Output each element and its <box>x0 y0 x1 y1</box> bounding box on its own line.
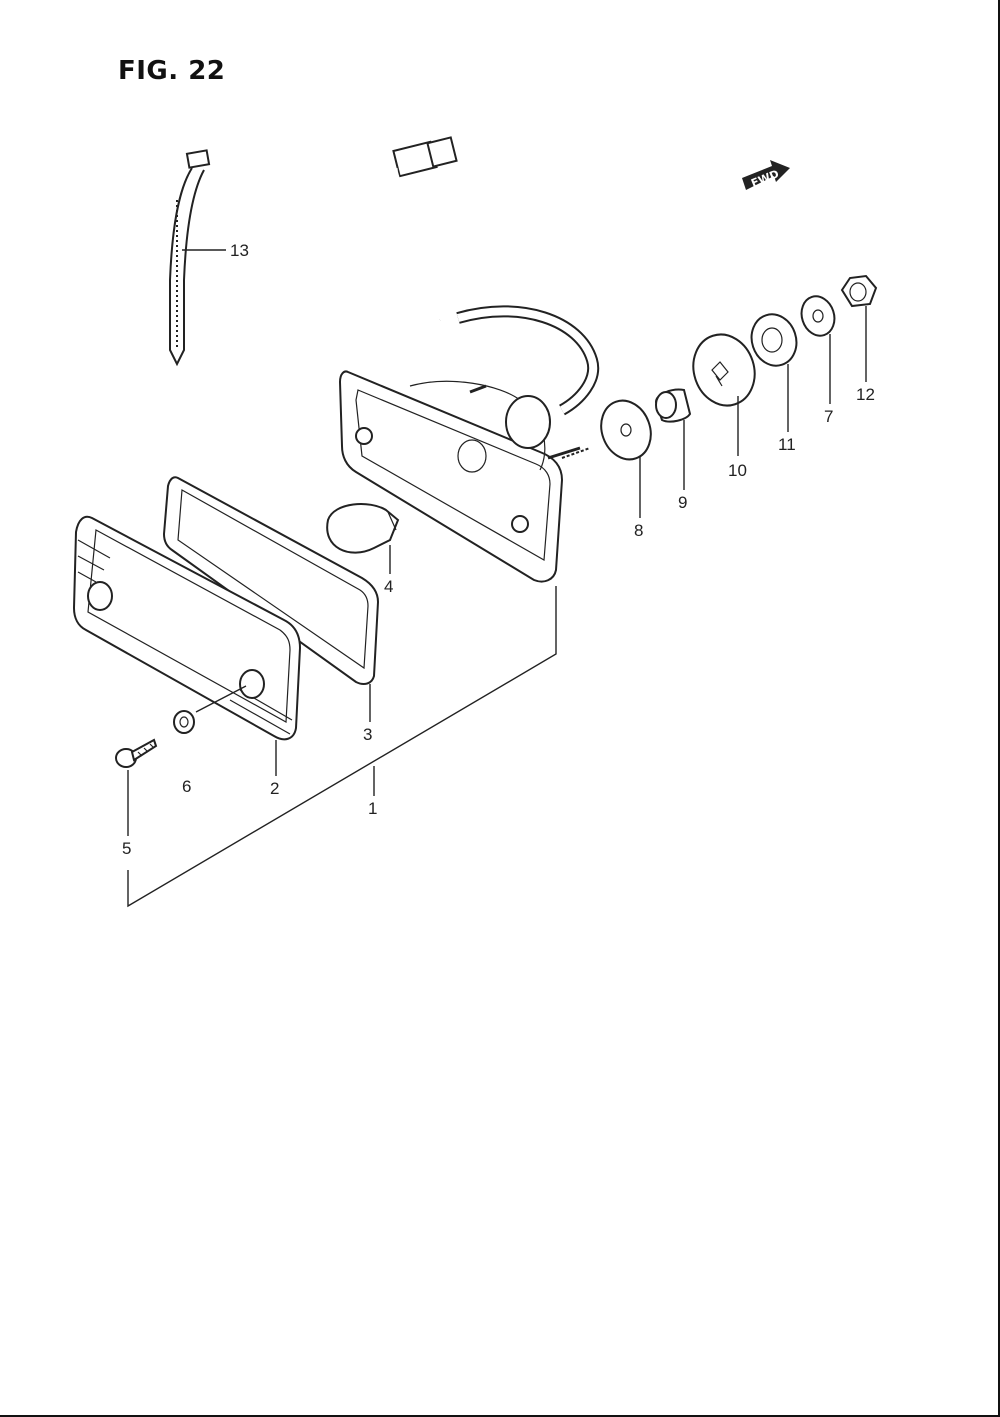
callout-1: 1 <box>368 799 377 818</box>
screw-part <box>115 738 158 768</box>
rubber-washer-part <box>750 313 798 367</box>
callout-4: 4 <box>384 577 393 596</box>
callout-2: 2 <box>270 779 279 798</box>
nut-part <box>840 274 878 308</box>
callout-6: 6 <box>182 777 191 796</box>
callout-3: 3 <box>363 725 372 744</box>
figure-title: FIG. 22 <box>118 56 226 86</box>
gasket-part <box>162 476 380 685</box>
fwd-badge-text: FWD <box>749 167 781 190</box>
fwd-arrow-icon: FWD <box>742 160 790 190</box>
grommet-part <box>692 333 756 407</box>
callout-8: 8 <box>634 521 643 540</box>
callout-9: 9 <box>678 493 687 512</box>
callout-13: 13 <box>230 241 249 260</box>
callout-10: 10 <box>728 461 747 480</box>
lamp-housing-part <box>338 370 591 583</box>
callout-11: 11 <box>778 435 796 454</box>
callout-7: 7 <box>824 407 833 426</box>
cable-tie-part <box>169 149 211 367</box>
small-washer-part <box>173 710 195 734</box>
callout-5: 5 <box>122 839 131 858</box>
lens-part <box>72 515 302 741</box>
flat-washer-part <box>600 399 652 461</box>
wiring-harness-part <box>307 136 600 416</box>
spacer-part <box>654 388 692 423</box>
washer-part <box>800 295 836 337</box>
callout-12: 12 <box>856 385 875 404</box>
bulb-part <box>326 503 400 554</box>
